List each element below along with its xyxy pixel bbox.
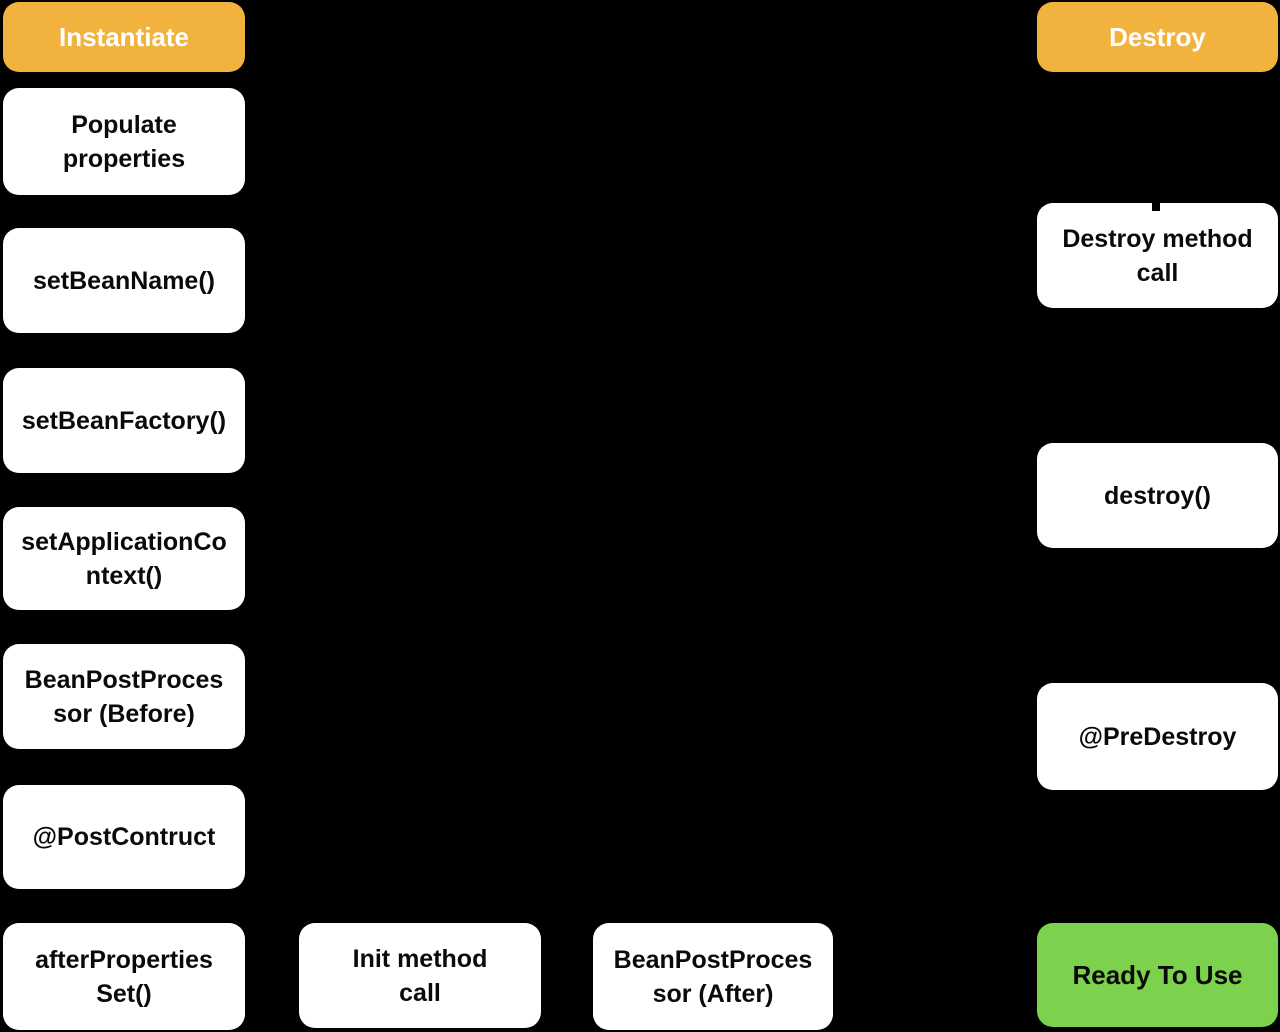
node-pre-destroy: @PreDestroy	[1037, 683, 1278, 790]
node-populate-properties: Populate properties	[3, 88, 245, 195]
node-instantiate-stage: Instantiate	[3, 2, 245, 72]
node-ready-to-use: Ready To Use	[1037, 923, 1278, 1027]
node-set-bean-name: setBeanName()	[3, 228, 245, 333]
node-bean-post-processor-before: BeanPostProces sor (Before)	[3, 644, 245, 749]
node-set-application-context: setApplicationCo ntext()	[3, 507, 245, 610]
node-set-bean-factory: setBeanFactory()	[3, 368, 245, 473]
connector-artifact	[1152, 197, 1160, 211]
node-destroy-fn: destroy()	[1037, 443, 1278, 548]
node-post-contruct: @PostContruct	[3, 785, 245, 889]
node-bean-post-processor-after: BeanPostProces sor (After)	[593, 923, 833, 1030]
node-after-properties-set: afterProperties Set()	[3, 923, 245, 1030]
node-destroy-method-call: Destroy method call	[1037, 203, 1278, 308]
node-init-method-call: Init method call	[299, 923, 541, 1028]
node-destroy-stage: Destroy	[1037, 2, 1278, 72]
